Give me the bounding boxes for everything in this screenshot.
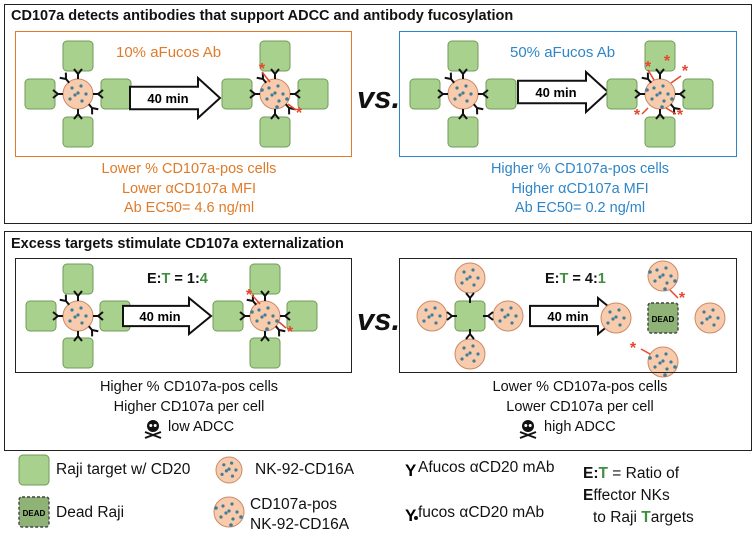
granule-dot xyxy=(230,461,234,465)
granule-dot xyxy=(222,463,226,467)
legend-et-rest: = Ratio of xyxy=(607,465,680,482)
high-target-box xyxy=(399,258,737,373)
left-caption-line: Lower % CD107a-pos cells xyxy=(101,161,277,177)
left-condition-heading: 10% aFucos Ab xyxy=(116,44,222,61)
panel1-title: CD107a detects antibodies that support A… xyxy=(11,8,514,24)
legend-dead-label: Dead Raji xyxy=(56,504,125,521)
legend-et-colon: : xyxy=(593,465,599,482)
legend-et-line3: to Raji Targets xyxy=(583,507,694,529)
legend-et-e2: E xyxy=(583,487,594,504)
right-caption-line: Higher % CD107a-pos cells xyxy=(490,161,670,177)
legend-et-t2: T xyxy=(641,509,651,526)
legend-et-line2: Effector NKs xyxy=(583,485,694,507)
low-target-caption: Higher % CD107a-pos cells Higher CD107a … xyxy=(74,378,304,417)
legend-dead-badge: DEAD xyxy=(23,509,46,518)
panel-antibody-fucosylation xyxy=(4,4,752,224)
granule-dot xyxy=(224,469,228,473)
legend-raji-label: Raji target w/ CD20 xyxy=(56,461,191,478)
versus-label: vs. xyxy=(357,80,401,115)
legend-et-rest2: ffector NKs xyxy=(593,487,670,504)
high-caption-line: Lower CD107a per cell xyxy=(506,398,654,415)
granule-dot xyxy=(221,504,225,508)
legend-et-e: E xyxy=(583,465,594,482)
et-value: 4 xyxy=(199,271,208,287)
granule-dot xyxy=(230,502,234,506)
et-eq: = 4: xyxy=(568,271,598,287)
granule-dot xyxy=(219,515,223,519)
legend-afucos-label: Afucos αCD20 mAb xyxy=(418,459,555,476)
surface-cd107a-dot xyxy=(239,515,243,519)
granule-dot xyxy=(227,509,231,513)
et-colon: : xyxy=(156,271,162,287)
et-colon: : xyxy=(554,271,560,287)
low-caption-line: Higher % CD107a-pos cells xyxy=(99,379,279,395)
et-eq: = 1: xyxy=(170,271,200,287)
legend-fucos-icon: Y xyxy=(405,506,417,525)
right-caption-line: Higher αCD107a MFI xyxy=(511,180,649,197)
et-ratio-left: E:T = 1:4 xyxy=(147,271,208,287)
nk-cell xyxy=(215,456,243,484)
high-target-caption: Lower % CD107a-pos cells Lower CD107a pe… xyxy=(465,378,695,417)
et-t: T xyxy=(559,271,569,287)
cd107a-pos-nk-cell xyxy=(213,496,245,528)
et-t: T xyxy=(161,271,171,287)
et-e: E xyxy=(147,271,157,287)
low-target-box xyxy=(15,258,352,373)
left-caption-line: Lower αCD107a MFI xyxy=(121,180,257,197)
granule-dot xyxy=(220,472,224,476)
left-condition-caption: Lower % CD107a-pos cells Lower αCD107a M… xyxy=(74,160,304,219)
legend-afucos-icon: Y xyxy=(405,461,417,480)
legend-fucos-label: fucos αCD20 mAb xyxy=(418,504,545,521)
raji-target-cell xyxy=(18,454,50,486)
panel2-title: Excess targets stimulate CD107a external… xyxy=(11,236,344,252)
granule-dot xyxy=(235,510,239,514)
right-condition-caption: Higher % CD107a-pos cells Higher αCD107a… xyxy=(465,160,695,219)
legend-et-t: T xyxy=(598,465,608,482)
et-e: E xyxy=(545,271,555,287)
versus-label-2: vs. xyxy=(357,302,401,337)
right-condition-box xyxy=(399,31,737,157)
legend-nk-label: NK-92-CD16A xyxy=(255,461,355,478)
panel-excess-targets xyxy=(4,231,752,451)
low-caption-line: Higher CD107a per cell xyxy=(113,398,265,415)
legend-et-rest4: argets xyxy=(650,509,694,526)
surface-cd107a-dot xyxy=(229,523,233,527)
granule-dot xyxy=(224,511,228,515)
legend-et-definition: E:T = Ratio of Effector NKs to Raji Targ… xyxy=(583,463,694,529)
et-value: 1 xyxy=(597,271,606,287)
low-adcc-label: low ADCC xyxy=(168,419,235,435)
left-caption-line: Ab EC50= 4.6 ng/ml xyxy=(123,200,255,216)
legend-cd107-line1: CD107a-pos xyxy=(250,496,338,513)
granule-dot xyxy=(227,467,231,471)
granule-dot xyxy=(234,468,238,472)
high-caption-line: Lower % CD107a-pos cells xyxy=(492,379,668,395)
legend-cd107-line2: NK-92-CD16A xyxy=(250,516,350,533)
legend-dead-raji-icon xyxy=(18,496,50,528)
granule-dot xyxy=(231,517,235,521)
granule-dot xyxy=(230,474,235,478)
right-condition-heading: 50% aFucos Ab xyxy=(510,44,616,61)
et-ratio-right: E:T = 4:1 xyxy=(545,271,606,287)
right-caption-line: Ab EC50= 0.2 ng/ml xyxy=(514,200,646,216)
legend-et-rest3: to Raji xyxy=(593,509,642,526)
high-adcc-label: high ADCC xyxy=(544,419,616,435)
legend-et-line1: E:T = Ratio of xyxy=(583,463,694,485)
left-condition-box xyxy=(15,31,352,157)
surface-cd107a-dot xyxy=(214,506,218,510)
